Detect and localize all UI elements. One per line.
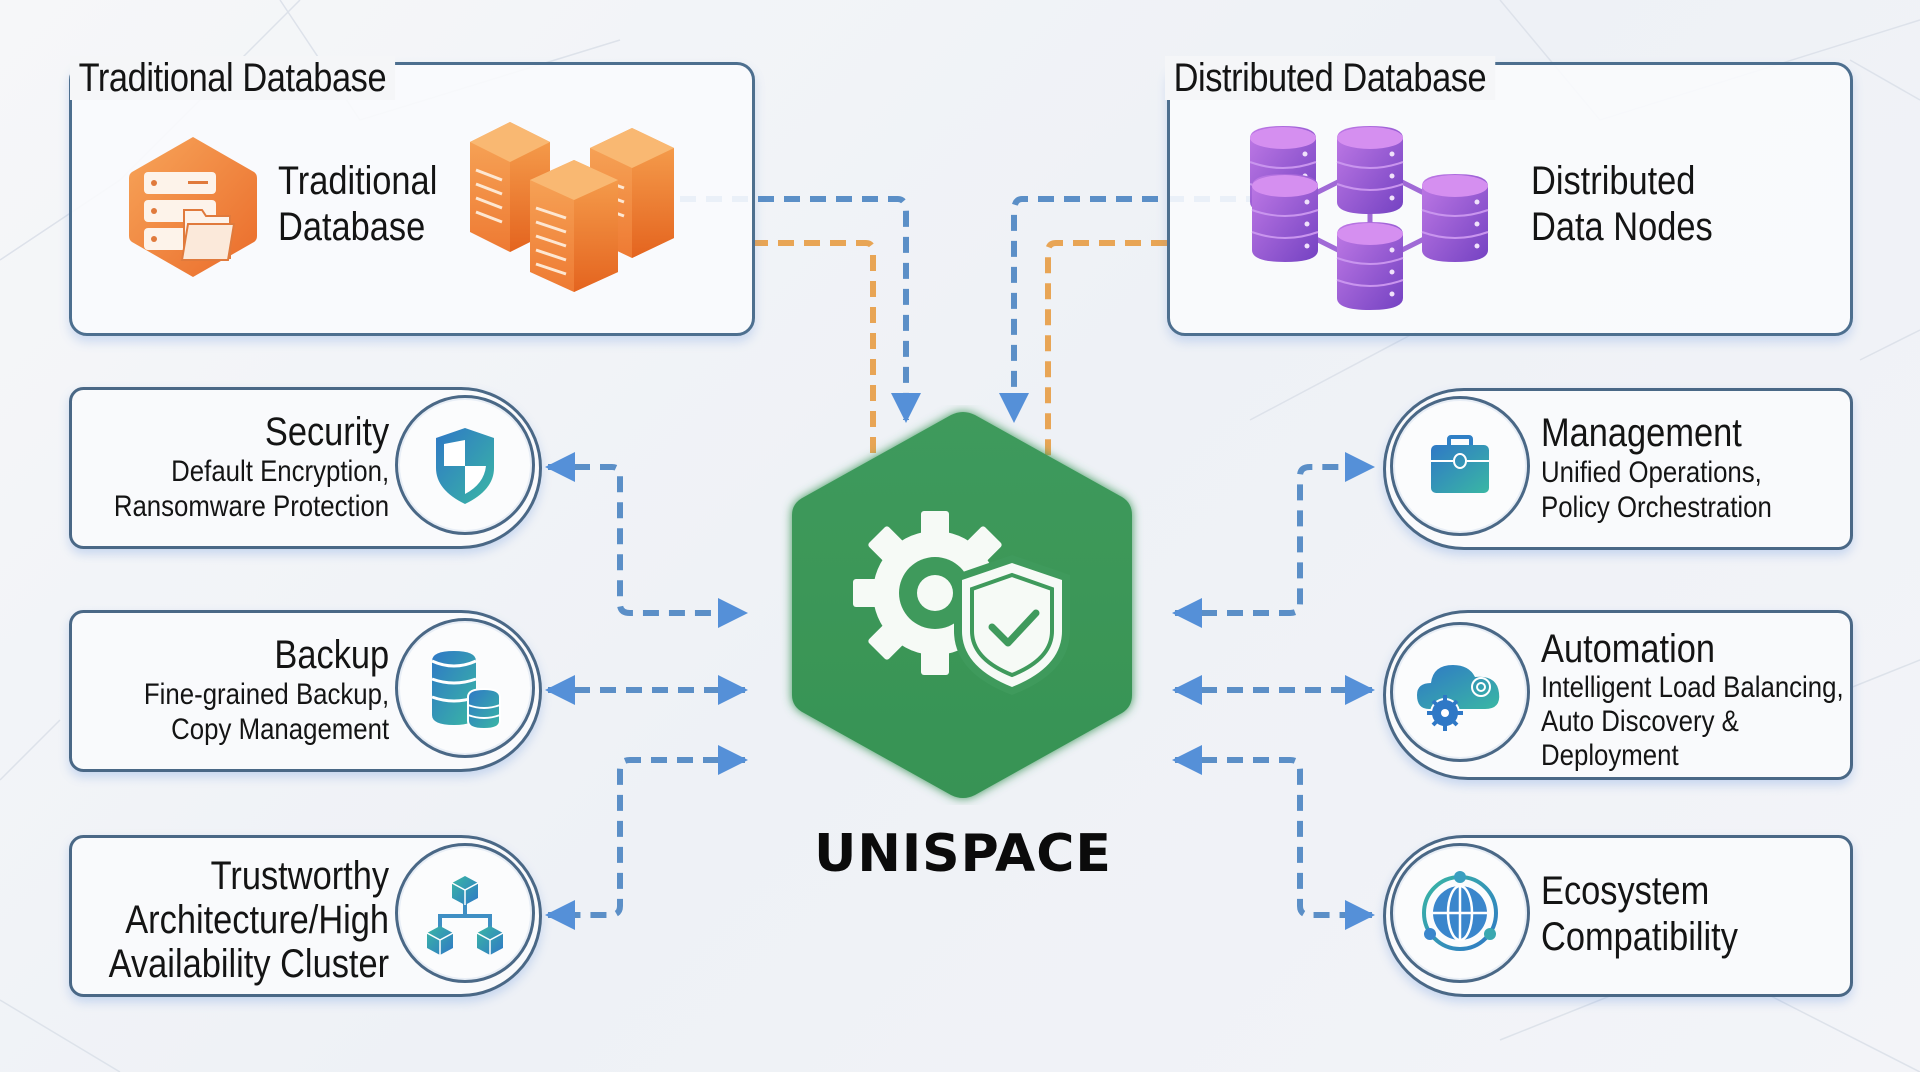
hub-unispace[interactable] <box>780 405 1146 805</box>
group-traditional-label: Traditional Database <box>278 159 438 249</box>
card-security-sub-2: Ransomware Protection <box>113 490 389 523</box>
gear-shield-check-icon <box>853 511 1070 695</box>
group-distributed-label: Distributed Data Nodes <box>1531 159 1713 249</box>
shield-icon <box>395 395 535 535</box>
database-cluster-icon <box>1250 126 1489 311</box>
cluster-hierarchy-icon <box>395 843 535 983</box>
card-security[interactable]: Security Default Encryption, Ransomware … <box>69 387 542 549</box>
server-racks-icon <box>470 122 674 292</box>
card-automation-sub-1: Intelligent Load Balancing, <box>1541 671 1844 704</box>
server-folder-icon <box>129 137 257 277</box>
card-ecosystem-sub-1: Compatibility <box>1541 915 1738 959</box>
briefcase-icon <box>1390 396 1530 536</box>
card-backup[interactable]: Backup Fine-grained Backup, Copy Managem… <box>69 610 542 772</box>
card-trust-sub-2: Availability Cluster <box>108 942 389 986</box>
card-trust-sub-1: Architecture/High <box>125 898 390 942</box>
card-trustworthy[interactable]: Trustworthy Architecture/High Availabili… <box>69 835 542 997</box>
card-security-title: Security <box>264 410 389 454</box>
card-automation[interactable]: Automation Intelligent Load Balancing, A… <box>1383 610 1853 780</box>
hub-title: UNISPACE <box>814 824 1112 884</box>
card-automation-title: Automation <box>1541 627 1716 671</box>
card-trust-title: Trustworthy <box>210 854 389 898</box>
card-backup-sub-2: Copy Management <box>171 713 389 746</box>
card-ecosystem[interactable]: Ecosystem Compatibility <box>1383 835 1853 997</box>
card-automation-sub-3: Deployment <box>1541 739 1679 772</box>
card-backup-title: Backup <box>274 633 389 677</box>
database-backup-icon <box>395 618 535 758</box>
card-management-title: Management <box>1541 411 1742 455</box>
card-backup-sub-1: Fine-grained Backup, <box>143 678 389 711</box>
card-automation-sub-2: Auto Discovery & <box>1541 705 1739 738</box>
card-management-sub-1: Unified Operations, <box>1541 456 1762 489</box>
globe-network-icon <box>1390 843 1530 983</box>
card-ecosystem-title: Ecosystem <box>1541 869 1710 913</box>
card-security-sub-1: Default Encryption, <box>171 455 389 488</box>
group-traditional-title: Traditional Database <box>70 56 395 100</box>
card-management-sub-2: Policy Orchestration <box>1541 491 1772 524</box>
card-management[interactable]: Management Unified Operations, Policy Or… <box>1383 388 1853 550</box>
group-distributed-title: Distributed Database <box>1165 56 1495 100</box>
cloud-gear-icon <box>1390 622 1530 762</box>
